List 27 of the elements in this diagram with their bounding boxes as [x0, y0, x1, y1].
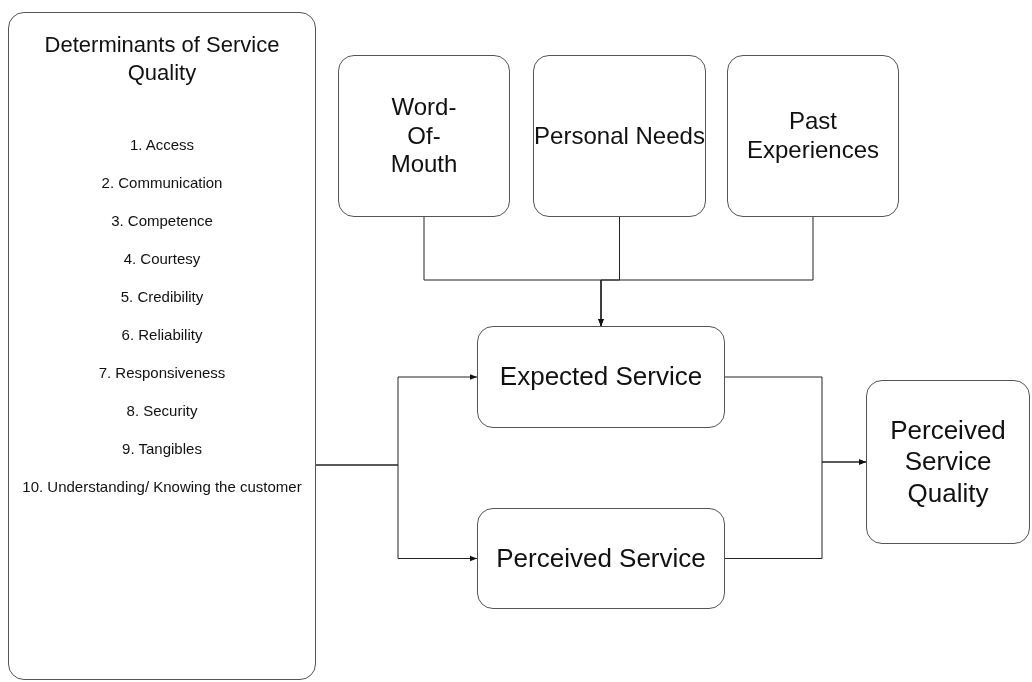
process-box [477, 508, 725, 609]
box-label: Past Experiences [745, 107, 881, 165]
list-item: 4. Courtesy [123, 250, 201, 268]
process-box [533, 55, 706, 217]
box-label: Perceived Service Quality [889, 415, 1007, 509]
process-box [727, 55, 899, 217]
process-box [477, 326, 725, 428]
list-item: 3. Competence [111, 212, 213, 230]
list-item: 2. Communication [101, 174, 223, 192]
box-label: Word-Of-Mouth [389, 92, 459, 180]
process-box [338, 55, 510, 217]
arrow [724, 459, 867, 559]
arrow [598, 216, 814, 327]
list-item: 10. Understanding/ Knowing the customer [22, 478, 302, 496]
box-label: Personal Needs [534, 121, 705, 151]
box-label: Expected Service [499, 361, 703, 393]
list-panel [8, 12, 316, 680]
process-box [866, 380, 1030, 544]
list-item: 8. Security [126, 402, 198, 420]
arrow [315, 464, 478, 562]
list-item: 9. Tangibles [122, 440, 202, 458]
list-item: 6. Reliability [121, 326, 203, 344]
list-item: 7. Responsiveness [98, 364, 226, 382]
panel-heading: Determinants of Service Quality [43, 31, 281, 86]
list-item: 5. Credibility [120, 288, 204, 306]
list-item: 1. Access [129, 136, 195, 154]
box-label: Perceived Service [496, 542, 706, 575]
